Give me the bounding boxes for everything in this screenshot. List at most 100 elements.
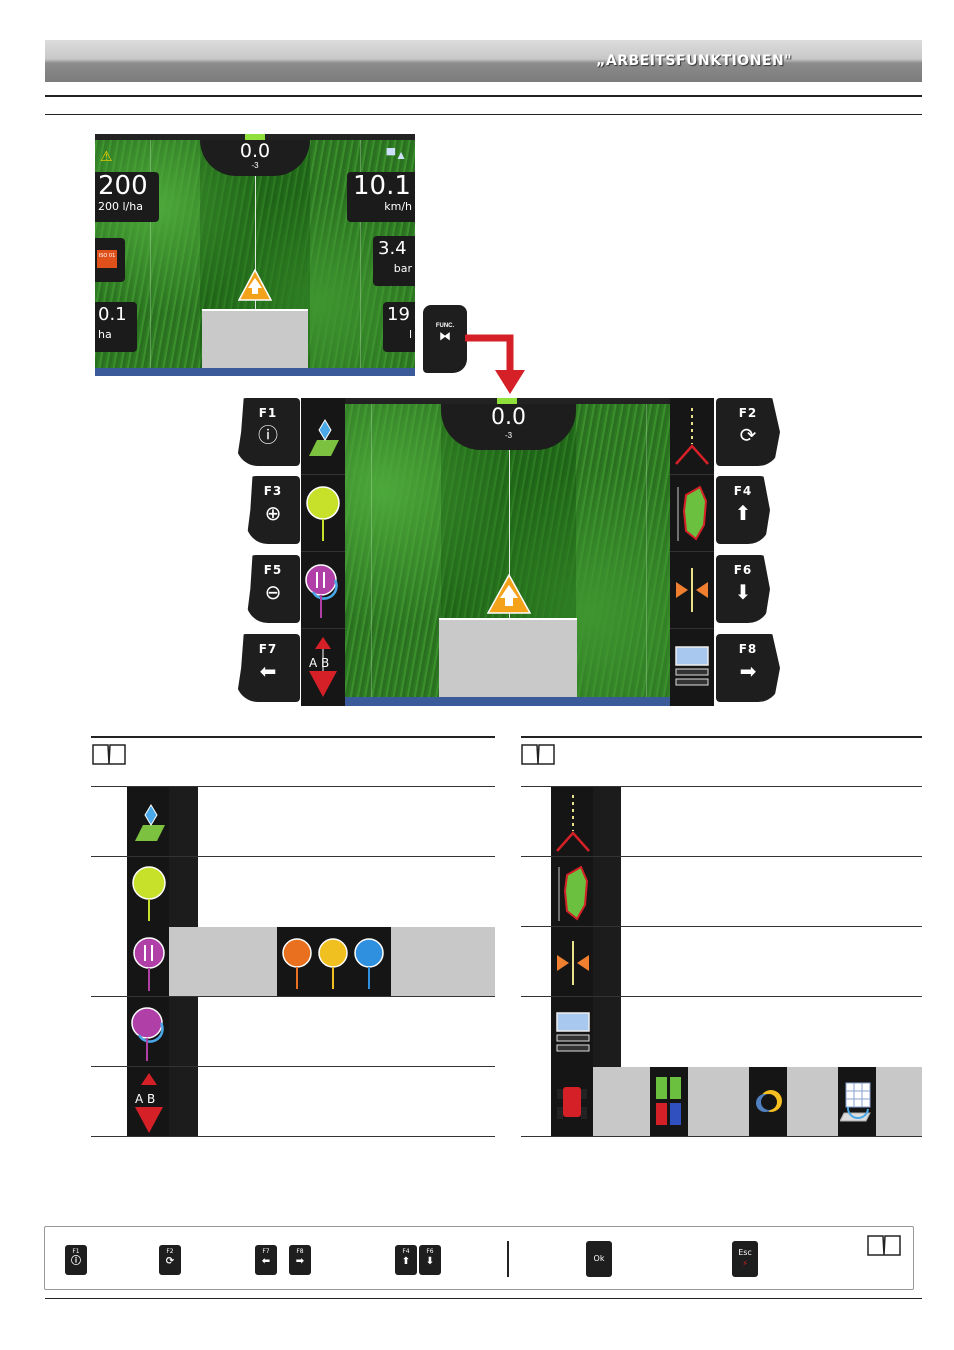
area-tile: 0.1 ha bbox=[95, 302, 137, 352]
yellow-pin-icon bbox=[306, 486, 340, 541]
refresh-icon: ⟳ bbox=[739, 423, 757, 447]
header-rule-bottom bbox=[45, 114, 922, 115]
status-icon: ▀▲ bbox=[386, 148, 407, 162]
iso-badge: ISO 01 bbox=[97, 250, 117, 268]
page-title: „ARBEITSFUNKTIONEN" bbox=[596, 53, 792, 69]
func-key-label: FUNC. bbox=[435, 323, 455, 329]
left-softkey-column: A B bbox=[301, 398, 345, 706]
guidance-split-icon bbox=[556, 795, 590, 852]
f6-key[interactable]: F6 ⬇ bbox=[716, 555, 770, 623]
pressure-value: 3.4 bbox=[378, 238, 407, 259]
layout-option bbox=[650, 1067, 688, 1136]
f7-label: F7 bbox=[258, 642, 278, 656]
f4-label: F4 bbox=[733, 484, 753, 498]
center-align-icon bbox=[676, 568, 708, 612]
footer-rule bbox=[45, 1298, 922, 1299]
right-row4-icon-cell bbox=[551, 997, 593, 1067]
softkey-menu[interactable] bbox=[670, 629, 714, 706]
screen-menu-icon bbox=[675, 646, 709, 686]
pressure-unit: bar bbox=[393, 262, 412, 275]
f1-key[interactable]: F1 ⓘ bbox=[236, 398, 300, 466]
func-key[interactable]: FUNC. ⧓ bbox=[423, 305, 467, 373]
left-row2-icon-cell bbox=[127, 857, 169, 927]
implement-rect-large bbox=[439, 618, 577, 700]
right-row3-icon-cell bbox=[551, 927, 593, 997]
pin-color-variants bbox=[277, 927, 391, 996]
tractor-option bbox=[551, 1067, 593, 1136]
purple-pause-pin-icon bbox=[133, 937, 165, 991]
field-boundary-icon bbox=[135, 804, 165, 841]
speed-sub-readout: -3 bbox=[251, 161, 259, 170]
softkey-field-boundary[interactable] bbox=[301, 398, 345, 475]
ab-line-label-ref: A B bbox=[135, 1092, 155, 1106]
softkey-marker-add[interactable] bbox=[301, 475, 345, 552]
info-icon: ⓘ bbox=[258, 423, 278, 447]
rate-tile: 200 200 l/ha bbox=[95, 172, 159, 222]
left-row3-icon-cell bbox=[127, 927, 169, 996]
f7-key[interactable]: F7 ⬅ bbox=[236, 634, 300, 702]
legend-f7-key: F7⬅ bbox=[255, 1245, 277, 1275]
func-icon: ⧓ bbox=[439, 329, 451, 343]
speed-pod: 0.0 -3 bbox=[200, 140, 310, 176]
vehicle-triangle-icon-large bbox=[487, 574, 531, 614]
area-value: 0.1 bbox=[98, 304, 127, 325]
ab-line-label: A B bbox=[309, 656, 329, 670]
right-softkey-column bbox=[670, 398, 714, 706]
plus-icon: ⊕ bbox=[264, 501, 282, 525]
vehicle-triangle-icon bbox=[238, 269, 272, 301]
softkey-center[interactable] bbox=[670, 552, 714, 629]
right-row1-icon-cell bbox=[551, 787, 593, 857]
f2-label: F2 bbox=[738, 406, 758, 420]
f8-label: F8 bbox=[738, 642, 758, 656]
minus-icon: ⊖ bbox=[264, 580, 282, 604]
f8-key[interactable]: F8 ➡ bbox=[716, 634, 780, 702]
softkey-guidance[interactable] bbox=[670, 398, 714, 475]
colored-pins-icon bbox=[282, 938, 384, 989]
f4-key[interactable]: F4 ⬆ bbox=[716, 476, 770, 544]
f6-label: F6 bbox=[733, 563, 753, 577]
legend-divider bbox=[507, 1241, 509, 1277]
f2-key[interactable]: F2 ⟳ bbox=[716, 398, 780, 466]
header-rule-top bbox=[45, 95, 922, 97]
field-outline-icon bbox=[558, 865, 589, 921]
arrow-up-icon: ⬆ bbox=[734, 501, 752, 525]
field-outline-icon bbox=[677, 485, 708, 541]
manual-book-icon bbox=[867, 1235, 901, 1256]
left-row4-icon-cell bbox=[127, 997, 169, 1067]
speed-sub-readout-large: -3 bbox=[504, 431, 513, 440]
tractor-icon bbox=[557, 1087, 587, 1119]
f3-key[interactable]: F3 ⊕ bbox=[246, 476, 300, 544]
volume-unit: l bbox=[408, 328, 412, 341]
left-table-top-rule bbox=[91, 736, 495, 738]
speed-readout: 0.0 bbox=[239, 140, 271, 162]
speed-tile-value: 10.1 bbox=[353, 171, 411, 201]
iso-tile: ISO 01 bbox=[95, 238, 125, 282]
guidance-split-icon bbox=[675, 408, 709, 465]
arrow-left-icon: ⬅ bbox=[259, 659, 277, 683]
softkey-marker-remove[interactable] bbox=[301, 552, 345, 629]
arrow-down-icon: ⬇ bbox=[734, 580, 752, 604]
day-night-option bbox=[749, 1067, 787, 1136]
softkey-field-outline[interactable] bbox=[670, 475, 714, 552]
f3-label: F3 bbox=[263, 484, 283, 498]
legend-esc-key: Esc⚡ bbox=[732, 1241, 758, 1277]
transition-arrow bbox=[465, 334, 525, 394]
page-header-bar: „ARBEITSFUNKTIONEN" bbox=[45, 40, 922, 82]
f1-label: F1 bbox=[258, 406, 278, 420]
purple-pin-resume-icon bbox=[131, 1007, 164, 1061]
yellow-pin-icon bbox=[132, 866, 166, 921]
legend-ok-key: Ok bbox=[586, 1241, 612, 1277]
field-boundary-icon bbox=[309, 419, 339, 456]
legend-f8-key: F8➡ bbox=[289, 1245, 311, 1275]
left-row1-icon-cell bbox=[127, 787, 169, 857]
f5-label: F5 bbox=[263, 563, 283, 577]
warning-icon: ⚠ bbox=[100, 148, 113, 164]
speed-tile-unit: km/h bbox=[384, 200, 412, 213]
area-unit: ha bbox=[98, 328, 112, 341]
softkey-ab-line[interactable]: A B bbox=[301, 629, 345, 706]
arrow-right-icon: ➡ bbox=[739, 659, 757, 683]
rate-value: 200 bbox=[98, 171, 148, 201]
screen-menu-icon bbox=[556, 1012, 590, 1052]
f5-key[interactable]: F5 ⊖ bbox=[246, 555, 300, 623]
